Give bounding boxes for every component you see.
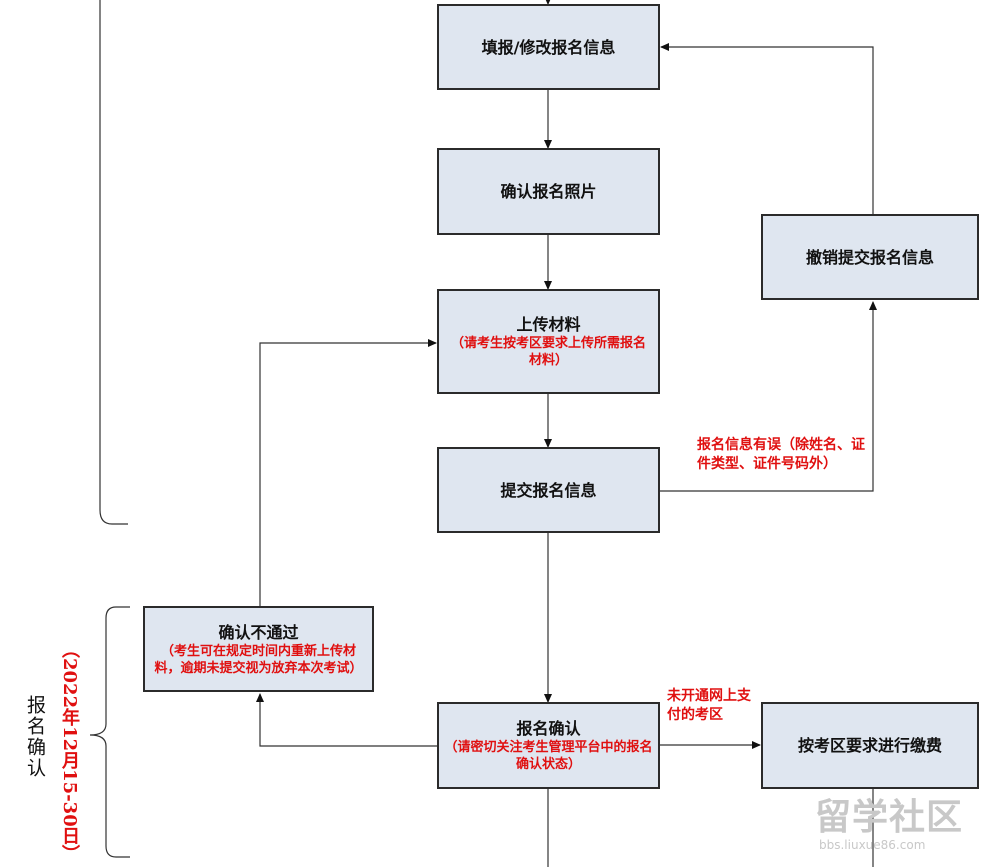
arrow-notpass-to-upload <box>259 339 437 606</box>
node-not-pass-note: （考生可在规定时间内重新上传材料，逾期未提交视为放弃本次考试） <box>154 643 363 676</box>
node-payment-title: 按考区要求进行缴费 <box>797 736 942 755</box>
node-fill-info: 填报/修改报名信息 <box>437 4 660 90</box>
node-confirm-photo-title: 确认报名照片 <box>500 182 597 201</box>
arrow-revoke-to-fill <box>660 43 874 214</box>
node-upload: 上传材料 （请考生按考区要求上传所需报名材料） <box>437 289 660 394</box>
node-payment: 按考区要求进行缴费 <box>761 702 979 789</box>
stage-date: （2022年12月15-30日） <box>59 640 80 863</box>
node-revoke-title: 撤销提交报名信息 <box>805 247 934 267</box>
node-submit-title: 提交报名信息 <box>500 480 597 500</box>
watermark-url: bbs.liuxue86.com <box>819 838 926 852</box>
node-upload-note: （请考生按考区要求上传所需报名材料） <box>450 336 646 368</box>
edge-label-no-online-pay: 未开通网上支付的考区 <box>667 688 751 723</box>
node-fill-info-title: 填报/修改报名信息 <box>481 37 616 57</box>
arrow-submit-to-revoke <box>660 301 877 492</box>
bracket-bottom <box>89 606 130 858</box>
node-confirm-photo: 确认报名照片 <box>437 148 660 235</box>
node-not-pass-title: 确认不通过 <box>218 622 299 642</box>
bracket-top <box>99 0 128 525</box>
node-confirm: 报名确认 （请密切关注考生管理平台中的报名确认状态） <box>437 702 660 789</box>
node-confirm-title: 报名确认 <box>516 719 581 738</box>
arrow-confirm-to-notpass <box>256 693 437 747</box>
watermark-logo-text: 留学社区 <box>815 797 964 838</box>
node-revoke: 撤销提交报名信息 <box>761 214 979 300</box>
watermark-logo: 留学社区 bbs.liuxue86.com <box>815 798 975 858</box>
node-submit: 提交报名信息 <box>437 447 660 533</box>
stage-title: 报名确认 <box>24 695 46 779</box>
node-confirm-note: （请密切关注考生管理平台中的报名确认状态） <box>444 740 653 772</box>
node-not-pass: 确认不通过 （考生可在规定时间内重新上传材料，逾期未提交视为放弃本次考试） <box>143 606 374 692</box>
edge-label-error: 报名信息有误（除姓名、证件类型、证件号码外） <box>697 437 865 472</box>
node-upload-title: 上传材料 <box>516 315 581 334</box>
